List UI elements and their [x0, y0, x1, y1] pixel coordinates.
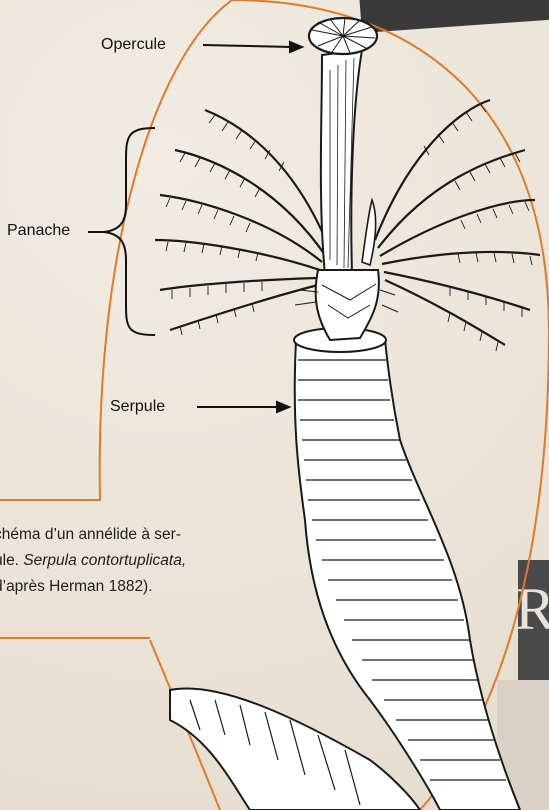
serpule-arrow-head	[277, 402, 289, 412]
caption-line-2-prefix: ule.	[0, 552, 23, 569]
opercule-arrow-line	[203, 45, 292, 47]
secondary-stalk	[362, 200, 376, 265]
figure-caption: chéma d’un annélide à ser- ule. Serpula …	[0, 522, 296, 600]
opercule-arrow-head	[290, 42, 302, 52]
panache-brace	[104, 128, 155, 335]
operculum-stalk	[321, 50, 362, 275]
label-serpule: Serpule	[110, 398, 165, 416]
caption-line-1: chéma d’un annélide à ser-	[0, 526, 181, 543]
label-panache: Panache	[7, 222, 70, 240]
branchial-plume-right	[375, 100, 540, 345]
annotation-arrows	[88, 42, 302, 412]
caption-species-name: Serpula contortuplicata,	[23, 552, 186, 569]
branchial-plume-left	[155, 110, 330, 330]
caption-line-3: d’après Herman 1882).	[0, 578, 153, 595]
label-opercule: Opercule	[101, 36, 166, 54]
